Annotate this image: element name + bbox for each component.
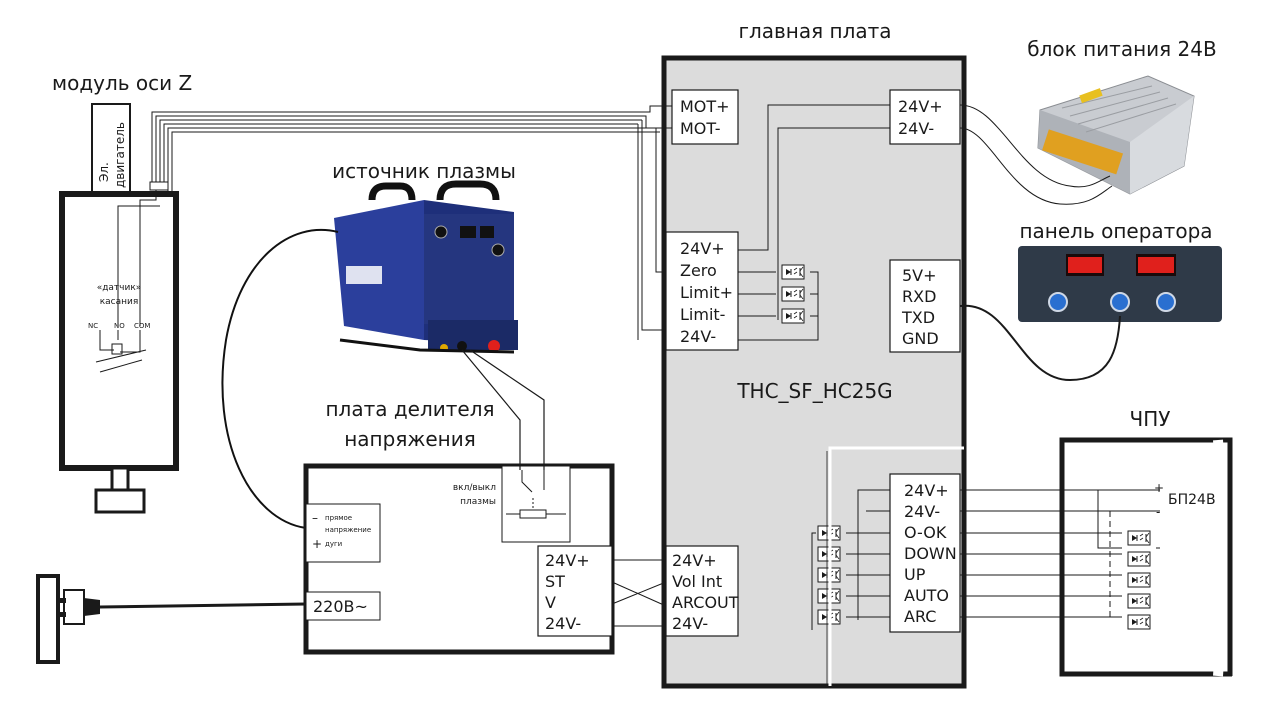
main-board-model: THC_SF_HC25G bbox=[736, 379, 892, 403]
pin-limit-minus: Limit- bbox=[680, 305, 725, 324]
io-terminal bbox=[889, 473, 961, 633]
pin-sensor-24v-minus: 24V- bbox=[680, 327, 716, 346]
sensor-nc: NC bbox=[88, 322, 98, 330]
mains-plug-icon bbox=[36, 574, 307, 664]
cnc-controller: ЧПУ БП24В + - bbox=[1059, 407, 1233, 677]
pin-5v-plus: 5V+ bbox=[902, 266, 937, 285]
cnc-plus: + bbox=[1154, 481, 1164, 495]
motor-box bbox=[91, 103, 131, 193]
torch-holder bbox=[94, 488, 146, 514]
pin-div-24v-plus: 24V+ bbox=[672, 551, 717, 570]
pin-mot-plus: MOT+ bbox=[680, 97, 730, 116]
cnc-io-wiring bbox=[1097, 490, 1160, 617]
pin-arcout: ARCOUT bbox=[672, 593, 739, 612]
cnc-supply-label: БП24В bbox=[1168, 492, 1216, 508]
pin-24v-plus: 24V+ bbox=[898, 97, 943, 116]
plasma-source-title: источник плазмы bbox=[332, 159, 516, 183]
psu-title: блок питания 24В bbox=[1027, 37, 1216, 61]
sensor-com: COM bbox=[134, 322, 150, 330]
arc-plus: + bbox=[312, 537, 322, 551]
z-axis-body bbox=[59, 191, 179, 471]
serial-terminal bbox=[889, 259, 961, 353]
operator-panel-title: панель оператора bbox=[1019, 219, 1212, 243]
opto-limit-minus-icon bbox=[781, 308, 805, 324]
opto-zero-icon bbox=[781, 264, 805, 280]
cnc-opto-4-icon bbox=[1127, 593, 1151, 609]
arc-label-3: дуги bbox=[325, 540, 342, 548]
pin-o-ok: O-OK bbox=[904, 523, 947, 542]
operator-panel-icon bbox=[1018, 246, 1222, 322]
pin-up: UP bbox=[904, 565, 926, 584]
pin-vol-int: Vol Int bbox=[672, 572, 722, 591]
div-pin-v: V bbox=[545, 593, 556, 612]
psu-icon bbox=[1037, 75, 1195, 195]
pin-mot-minus: MOT- bbox=[680, 119, 720, 138]
divider-terminal bbox=[665, 545, 739, 637]
divider-title-1: плата делителя bbox=[325, 397, 494, 421]
divider-title-2: напряжения bbox=[344, 427, 476, 451]
divider-board: плата делителя напряжения – прямое напря… bbox=[303, 397, 615, 655]
plasma-source: источник плазмы bbox=[221, 159, 518, 529]
pin-down: DOWN bbox=[904, 544, 957, 563]
pin-auto: AUTO bbox=[904, 586, 949, 605]
sensor-no: NO bbox=[114, 322, 125, 330]
relay-coil-icon bbox=[506, 470, 566, 519]
divider-out-terminal bbox=[537, 545, 613, 637]
cnc-minus: - bbox=[1156, 505, 1160, 519]
arc-label-2: напряжение bbox=[325, 526, 371, 534]
pin-div-24v-minus: 24V- bbox=[672, 614, 708, 633]
pin-io-24v-minus: 24V- bbox=[904, 502, 940, 521]
cnc-opto-2-icon bbox=[1127, 551, 1151, 567]
operator-panel: панель оператора bbox=[1018, 219, 1222, 322]
sensor-label-1: «датчик» bbox=[97, 283, 142, 293]
z-axis-title: модуль оси Z bbox=[52, 71, 192, 95]
touch-sensor-switch-icon bbox=[95, 330, 147, 373]
pin-io-24v-plus: 24V+ bbox=[904, 481, 949, 500]
pin-sensor-24v-plus: 24V+ bbox=[680, 239, 725, 258]
external-wiring bbox=[149, 104, 1160, 627]
cnc-opto-1-icon bbox=[1127, 530, 1151, 546]
mains-input: 220В~ bbox=[313, 597, 368, 616]
z-axis-module: модуль оси Z Эл. двигатель «датчик» каса… bbox=[52, 71, 192, 514]
cnc-opto-5-icon bbox=[1127, 614, 1151, 630]
div-pin-st: ST bbox=[545, 572, 565, 591]
opto-limit-plus-icon bbox=[781, 286, 805, 302]
pin-24v-minus: 24V- bbox=[898, 119, 934, 138]
pin-arc: ARC bbox=[904, 607, 936, 626]
plasma-relay bbox=[501, 465, 571, 543]
sensor-label-2: касания bbox=[100, 297, 139, 307]
pin-txd: TXD bbox=[901, 308, 935, 327]
power-supply: блок питания 24В bbox=[1027, 37, 1217, 195]
pin-zero: Zero bbox=[680, 261, 717, 280]
div-pin-24v-minus: 24V- bbox=[545, 614, 581, 633]
motor-terminal bbox=[671, 89, 739, 145]
main-board: главная плата THC_SF_HC25G MOT+ MOT- 24V… bbox=[661, 19, 967, 689]
motor-label-2: двигатель bbox=[113, 122, 127, 188]
internal-sensor-wiring bbox=[738, 104, 890, 341]
cnc-title: ЧПУ bbox=[1130, 407, 1171, 431]
sensor-terminal bbox=[665, 231, 739, 351]
power-terminal bbox=[889, 89, 961, 145]
internal-trace bbox=[828, 446, 964, 686]
plasma-machine-icon bbox=[334, 180, 518, 354]
pin-limit-plus: Limit+ bbox=[680, 283, 733, 302]
relay-label-2: плазмы bbox=[460, 497, 496, 507]
div-pin-24v-plus: 24V+ bbox=[545, 551, 590, 570]
cnc-opto-3-icon bbox=[1127, 572, 1151, 588]
arc-minus: – bbox=[312, 511, 318, 525]
pin-rxd: RXD bbox=[902, 287, 936, 306]
main-board-title: главная плата bbox=[738, 19, 891, 43]
motor-label-1: Эл. bbox=[97, 162, 111, 182]
arc-label-1: прямое bbox=[325, 514, 352, 522]
internal-io-wiring bbox=[811, 489, 890, 630]
relay-label-1: вкл/выкл bbox=[453, 483, 496, 493]
pin-gnd: GND bbox=[902, 329, 939, 348]
